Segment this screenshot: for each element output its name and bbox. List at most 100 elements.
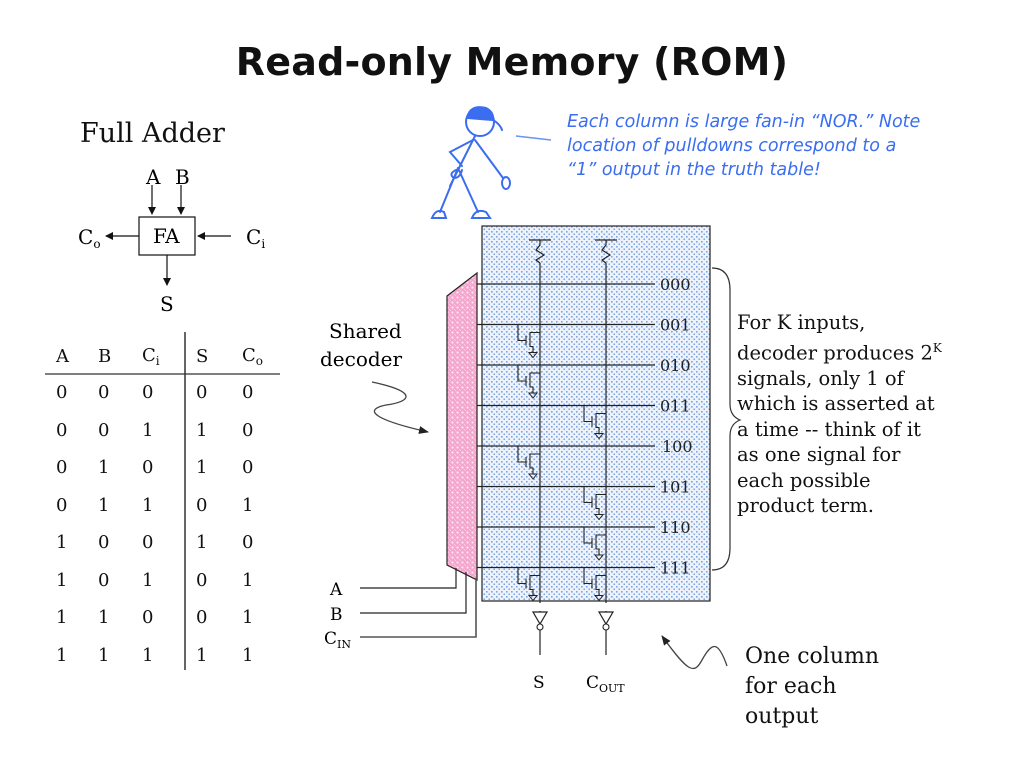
inverter-bubble (602, 623, 610, 631)
truth-table-cell: 1 (56, 607, 68, 629)
truth-table-cell: 0 (242, 382, 254, 404)
gate-wire (517, 365, 526, 382)
pullup-resistor (534, 240, 546, 264)
gate-wire (583, 405, 592, 423)
output-note: One column for each output (745, 642, 879, 732)
nmos-channel (529, 453, 540, 474)
nmos-channel (595, 534, 606, 555)
truth-table-cell: 0 (196, 569, 208, 591)
decoder-note-line: which is asserted at (737, 392, 935, 415)
decoder-note-line: product term. (737, 494, 874, 517)
gate-wire (517, 567, 526, 585)
nmos-channel (595, 412, 606, 434)
input-line-a (360, 568, 457, 589)
truth-table-cell: 1 (196, 457, 208, 479)
header-s: S (196, 345, 209, 367)
word-line-label: 100 (662, 437, 693, 456)
slide-title: Read-only Memory (ROM) (235, 40, 789, 84)
truth-table-cell: 1 (242, 569, 254, 591)
rom-output-cout-label: COUT (586, 673, 625, 695)
pullup-resistor (600, 240, 612, 264)
ground-icon (527, 595, 539, 602)
truth-table-cell: 1 (56, 569, 68, 591)
ground-icon (593, 595, 605, 602)
truth-table-cell: 0 (98, 532, 110, 554)
inverter-icon (531, 611, 549, 626)
fa-input-a-label: A (145, 165, 161, 189)
ground-icon (527, 352, 539, 359)
truth-table-cell: 0 (142, 382, 154, 404)
gate-wire (583, 527, 592, 544)
fa-input-b-label: B (175, 165, 190, 189)
ground-icon (527, 473, 539, 480)
column-pointer-arrow (661, 635, 728, 670)
truth-table-cell: 0 (142, 532, 154, 554)
decoder-note-line: as one signal for (737, 443, 901, 466)
output-note-line: output (745, 704, 819, 729)
shared-decoder (446, 271, 478, 581)
fa-block-label: FA (153, 224, 180, 248)
bit-line-gap (603, 603, 609, 611)
full-adder-block (105, 185, 231, 286)
nmos-channel (529, 372, 540, 393)
truth-table-cell: 0 (56, 457, 68, 479)
truth-table-cell: 1 (196, 419, 208, 441)
rom-output-s-label: S (533, 673, 545, 693)
truth-table-cell: 0 (56, 419, 68, 441)
rom-input-cin-label: CIN (324, 629, 351, 651)
callout-pointer (515, 135, 552, 141)
truth-table-cell: 0 (196, 494, 208, 516)
truth-table-cell: 0 (98, 569, 110, 591)
truth-table-cell: 1 (242, 494, 254, 516)
truth-table-cell: 1 (242, 644, 254, 666)
truth-table-cell: 1 (196, 532, 208, 554)
word-line-label: 111 (660, 559, 691, 578)
decoder-inputs (360, 568, 477, 638)
output-note-line: for each (745, 674, 837, 699)
decoder-label-line-2: decoder (320, 347, 403, 371)
rom-input-b-label: B (330, 605, 343, 625)
inverter-bubble (536, 623, 544, 631)
header-a: A (56, 345, 69, 367)
truth-table-cell: 0 (98, 382, 110, 404)
full-adder-title: Full Adder (80, 118, 225, 149)
fa-carry-in-label: Ci (246, 225, 265, 251)
word-line-label: 000 (660, 275, 691, 294)
truth-table-cell: 0 (242, 457, 254, 479)
gate-wire (583, 567, 592, 585)
decoder-note-line: a time -- think of it (737, 417, 921, 441)
truth-table-cell: 1 (56, 644, 68, 666)
truth-table-cell: 0 (98, 419, 110, 441)
ground-icon (527, 392, 539, 399)
header-b: B (98, 345, 112, 367)
input-line-cin (360, 578, 477, 638)
header-ci: Ci (142, 344, 160, 368)
decoder-note-line: For K inputs, (737, 311, 866, 334)
truth-table-cell: 0 (242, 532, 254, 554)
truth-table-cell: 0 (56, 494, 68, 516)
callout-text: Each column is large fan-in “NOR.” Note … (567, 110, 920, 182)
truth-table-cell: 1 (196, 644, 208, 666)
callout-line: location of pulldowns correspond to a (567, 136, 897, 156)
stick-figure-icon (430, 106, 511, 219)
decoder-pointer-arrow (371, 381, 429, 434)
word-line-label: 001 (660, 316, 691, 335)
callout-line: Each column is large fan-in “NOR.” Note (567, 112, 921, 132)
bit-line-gap (537, 603, 543, 611)
truth-table-cell: 1 (98, 607, 110, 629)
truth-table-cell: 1 (142, 494, 154, 516)
truth-table-cell: 0 (56, 382, 68, 404)
nmos-channel (529, 574, 540, 596)
gate-wire (517, 446, 526, 463)
inverter-icon (597, 611, 615, 626)
nmos-channel (595, 493, 606, 515)
word-line-label: 011 (660, 397, 691, 416)
fa-carry-out-label: Co (78, 225, 101, 251)
